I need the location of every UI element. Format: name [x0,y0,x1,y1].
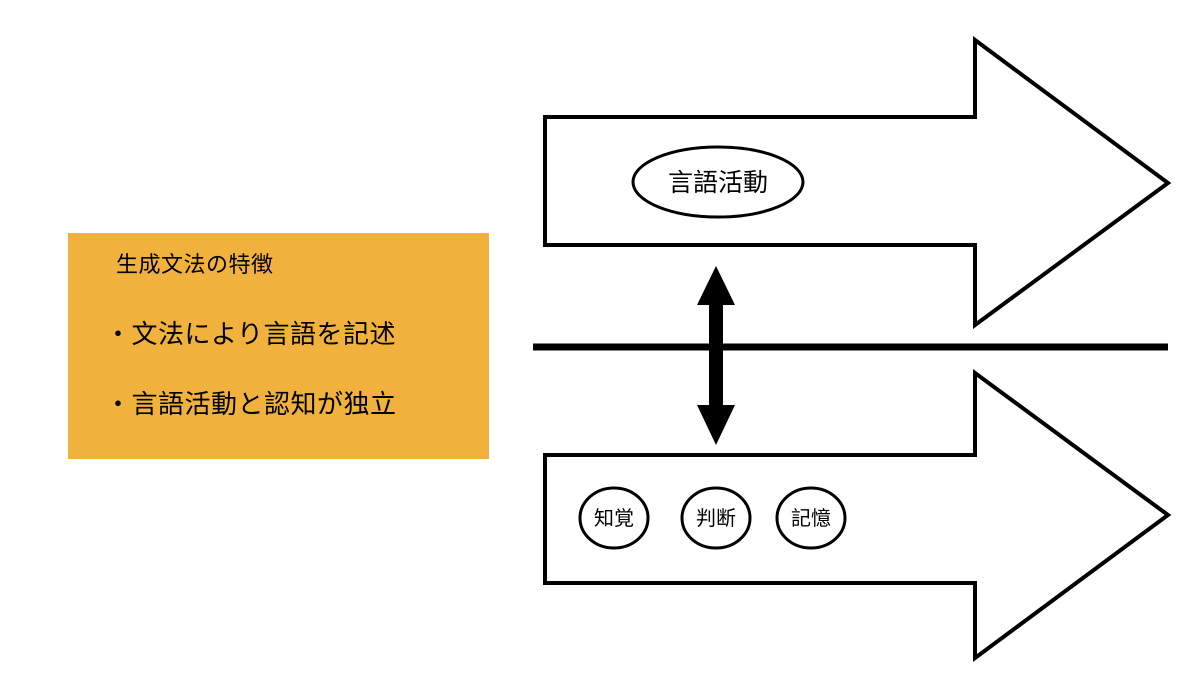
bottom-block-arrow [543,369,1172,662]
node-label-judgment: 判断 [696,507,736,530]
node-language-activity [631,145,805,219]
node-label-perception: 知覚 [594,507,634,530]
vertical-double-arrow [697,266,735,445]
feature-callout-box: 生成文法の特徴 ・文法により言語を記述 ・言語活動と認知が独立 [68,233,489,459]
top-block-arrow [543,36,1172,329]
node-memory [775,486,847,550]
node-judgment [680,486,752,550]
node-label-language-activity: 言語活動 [668,169,768,197]
feature-box-bullet-1: ・文法により言語を記述 [105,319,396,349]
feature-box-bullet-2: ・言語活動と認知が独立 [105,389,397,419]
node-label-memory: 記憶 [791,507,831,530]
feature-box-title: 生成文法の特徴 [116,252,274,277]
node-perception [578,486,650,550]
